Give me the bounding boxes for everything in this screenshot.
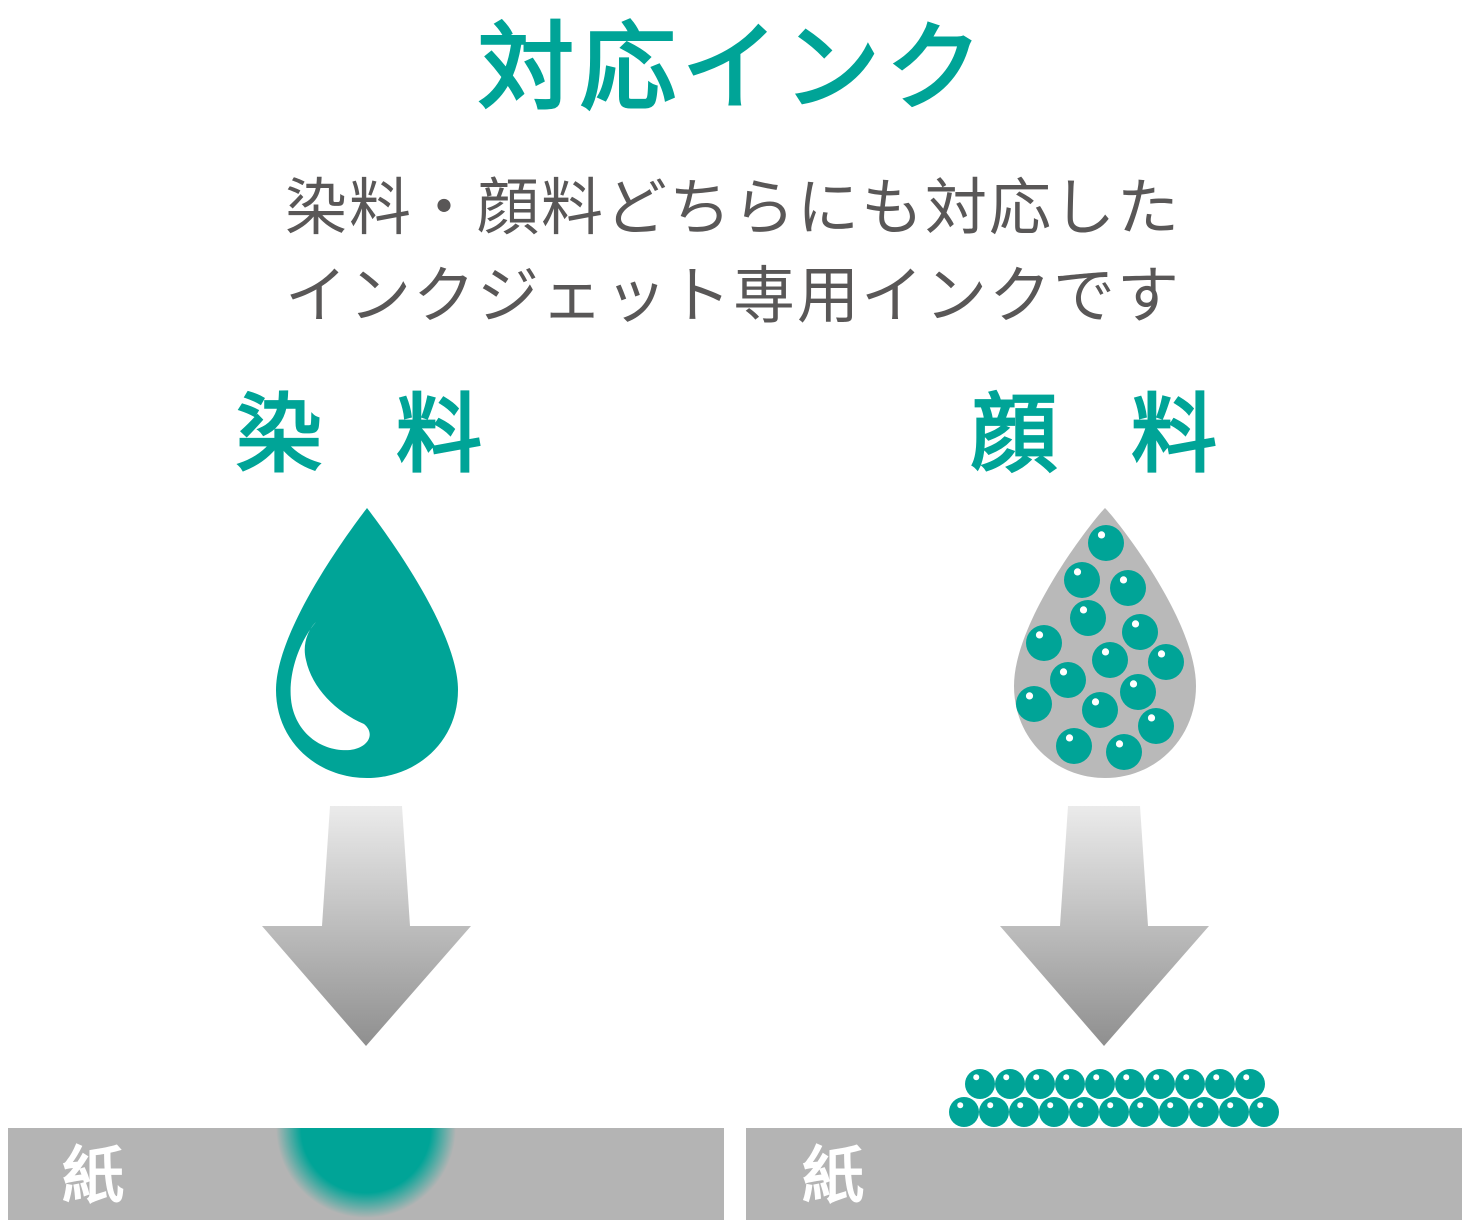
pigment-particle-highlight bbox=[1073, 568, 1082, 576]
subtitle-line-2: インクジェット専用インクです bbox=[284, 259, 1181, 332]
pigment-particle bbox=[1189, 1097, 1219, 1127]
pigment-particle-highlight bbox=[1183, 1074, 1190, 1081]
pigment-particle-highlight bbox=[1017, 1102, 1024, 1109]
pigment-particle bbox=[1069, 1097, 1099, 1127]
pigment-particle bbox=[1026, 625, 1062, 661]
pigment-particle bbox=[1088, 525, 1124, 561]
pigment-particle bbox=[1138, 708, 1174, 744]
pigment-particle bbox=[1205, 1069, 1235, 1099]
pigment-particle-highlight bbox=[1091, 698, 1100, 706]
dye-label: 染 料 bbox=[236, 385, 504, 485]
pigment-particle bbox=[1025, 1069, 1055, 1099]
pigment-particle bbox=[1055, 1069, 1085, 1099]
pigment-particle-highlight bbox=[1003, 1074, 1010, 1081]
pigment-particle-highlight bbox=[1093, 1074, 1100, 1081]
pigment-particle-highlight bbox=[1153, 1074, 1160, 1081]
pigment-particle-highlight bbox=[1097, 531, 1106, 539]
pigment-particle bbox=[1085, 1069, 1115, 1099]
pigment-particle bbox=[1129, 1097, 1159, 1127]
pigment-particle bbox=[965, 1069, 995, 1099]
page-title: 対応インク bbox=[478, 12, 988, 124]
pigment-particle-highlight bbox=[1257, 1102, 1264, 1109]
pigment-particle-highlight bbox=[1059, 668, 1068, 676]
pigment-particle-highlight bbox=[1243, 1074, 1250, 1081]
pigment-particle-highlight bbox=[1129, 680, 1138, 688]
pigment-particle-highlight bbox=[1077, 1102, 1084, 1109]
dye-absorption-stain bbox=[276, 1128, 456, 1218]
pigment-particle bbox=[1082, 692, 1118, 728]
pigment-particle-highlight bbox=[1197, 1102, 1204, 1109]
pigment-particle bbox=[1235, 1069, 1265, 1099]
pigment-particle-highlight bbox=[1107, 1102, 1114, 1109]
paper-label-right: 紙 bbox=[802, 1139, 865, 1212]
pigment-particle-highlight bbox=[987, 1102, 994, 1109]
right-paper-strip bbox=[746, 1128, 1462, 1220]
pigment-particle bbox=[1249, 1097, 1279, 1127]
pigment-particle bbox=[979, 1097, 1009, 1127]
pigment-particle bbox=[1106, 734, 1142, 770]
pigment-particle-highlight bbox=[1147, 714, 1156, 722]
pigment-particle-highlight bbox=[1119, 576, 1128, 584]
pigment-particle-highlight bbox=[1035, 631, 1044, 639]
pigment-particle bbox=[1070, 600, 1106, 636]
pigment-particle-highlight bbox=[1157, 650, 1166, 658]
dye-arrow-down-icon bbox=[262, 806, 471, 1046]
pigment-particle bbox=[1050, 662, 1086, 698]
pigment-particle-highlight bbox=[1213, 1074, 1220, 1081]
pigment-particle bbox=[949, 1097, 979, 1127]
pigment-particle-highlight bbox=[1033, 1074, 1040, 1081]
pigment-particle bbox=[1148, 644, 1184, 680]
paper-label-left: 紙 bbox=[62, 1139, 125, 1212]
pigment-particle-highlight bbox=[1131, 620, 1140, 628]
pigment-particle bbox=[1219, 1097, 1249, 1127]
pigment-particle bbox=[1110, 570, 1146, 606]
pigment-particle bbox=[1115, 1069, 1145, 1099]
pigment-particle-highlight bbox=[1123, 1074, 1130, 1081]
pigment-particle bbox=[1099, 1097, 1129, 1127]
pigment-particle-highlight bbox=[1227, 1102, 1234, 1109]
pigment-particle bbox=[1159, 1097, 1189, 1127]
pigment-particle-highlight bbox=[1101, 648, 1110, 656]
pigment-particle bbox=[1175, 1069, 1205, 1099]
pigment-particle bbox=[1120, 674, 1156, 710]
pigment-particle-highlight bbox=[957, 1102, 964, 1109]
pigment-particle-highlight bbox=[973, 1074, 980, 1081]
pigment-particle-highlight bbox=[1167, 1102, 1174, 1109]
pigment-label: 顔 料 bbox=[971, 385, 1239, 485]
pigment-particle bbox=[1145, 1069, 1175, 1099]
pigment-particle bbox=[1122, 614, 1158, 650]
pigment-particle-highlight bbox=[1025, 692, 1034, 700]
pigment-particle bbox=[1092, 642, 1128, 678]
pigment-particle-highlight bbox=[1047, 1102, 1054, 1109]
pigment-particle bbox=[1016, 686, 1052, 722]
pigment-arrow-down-icon bbox=[1000, 806, 1209, 1046]
pigment-particles bbox=[1016, 525, 1184, 770]
pigment-particle-highlight bbox=[1115, 740, 1124, 748]
pigment-particle-highlight bbox=[1065, 734, 1074, 742]
pigment-particle-highlight bbox=[1079, 606, 1088, 614]
pigment-particle-highlight bbox=[1137, 1102, 1144, 1109]
pigment-particle bbox=[1064, 562, 1100, 598]
pigment-particle-highlight bbox=[1063, 1074, 1070, 1081]
pigment-layer-on-paper bbox=[949, 1069, 1279, 1127]
pigment-particle bbox=[1056, 728, 1092, 764]
pigment-particle bbox=[1039, 1097, 1069, 1127]
pigment-particle bbox=[995, 1069, 1025, 1099]
dye-drop-highlight bbox=[290, 622, 370, 751]
pigment-particle bbox=[1009, 1097, 1039, 1127]
subtitle-line-1: 染料・顔料どちらにも対応した bbox=[284, 171, 1181, 244]
